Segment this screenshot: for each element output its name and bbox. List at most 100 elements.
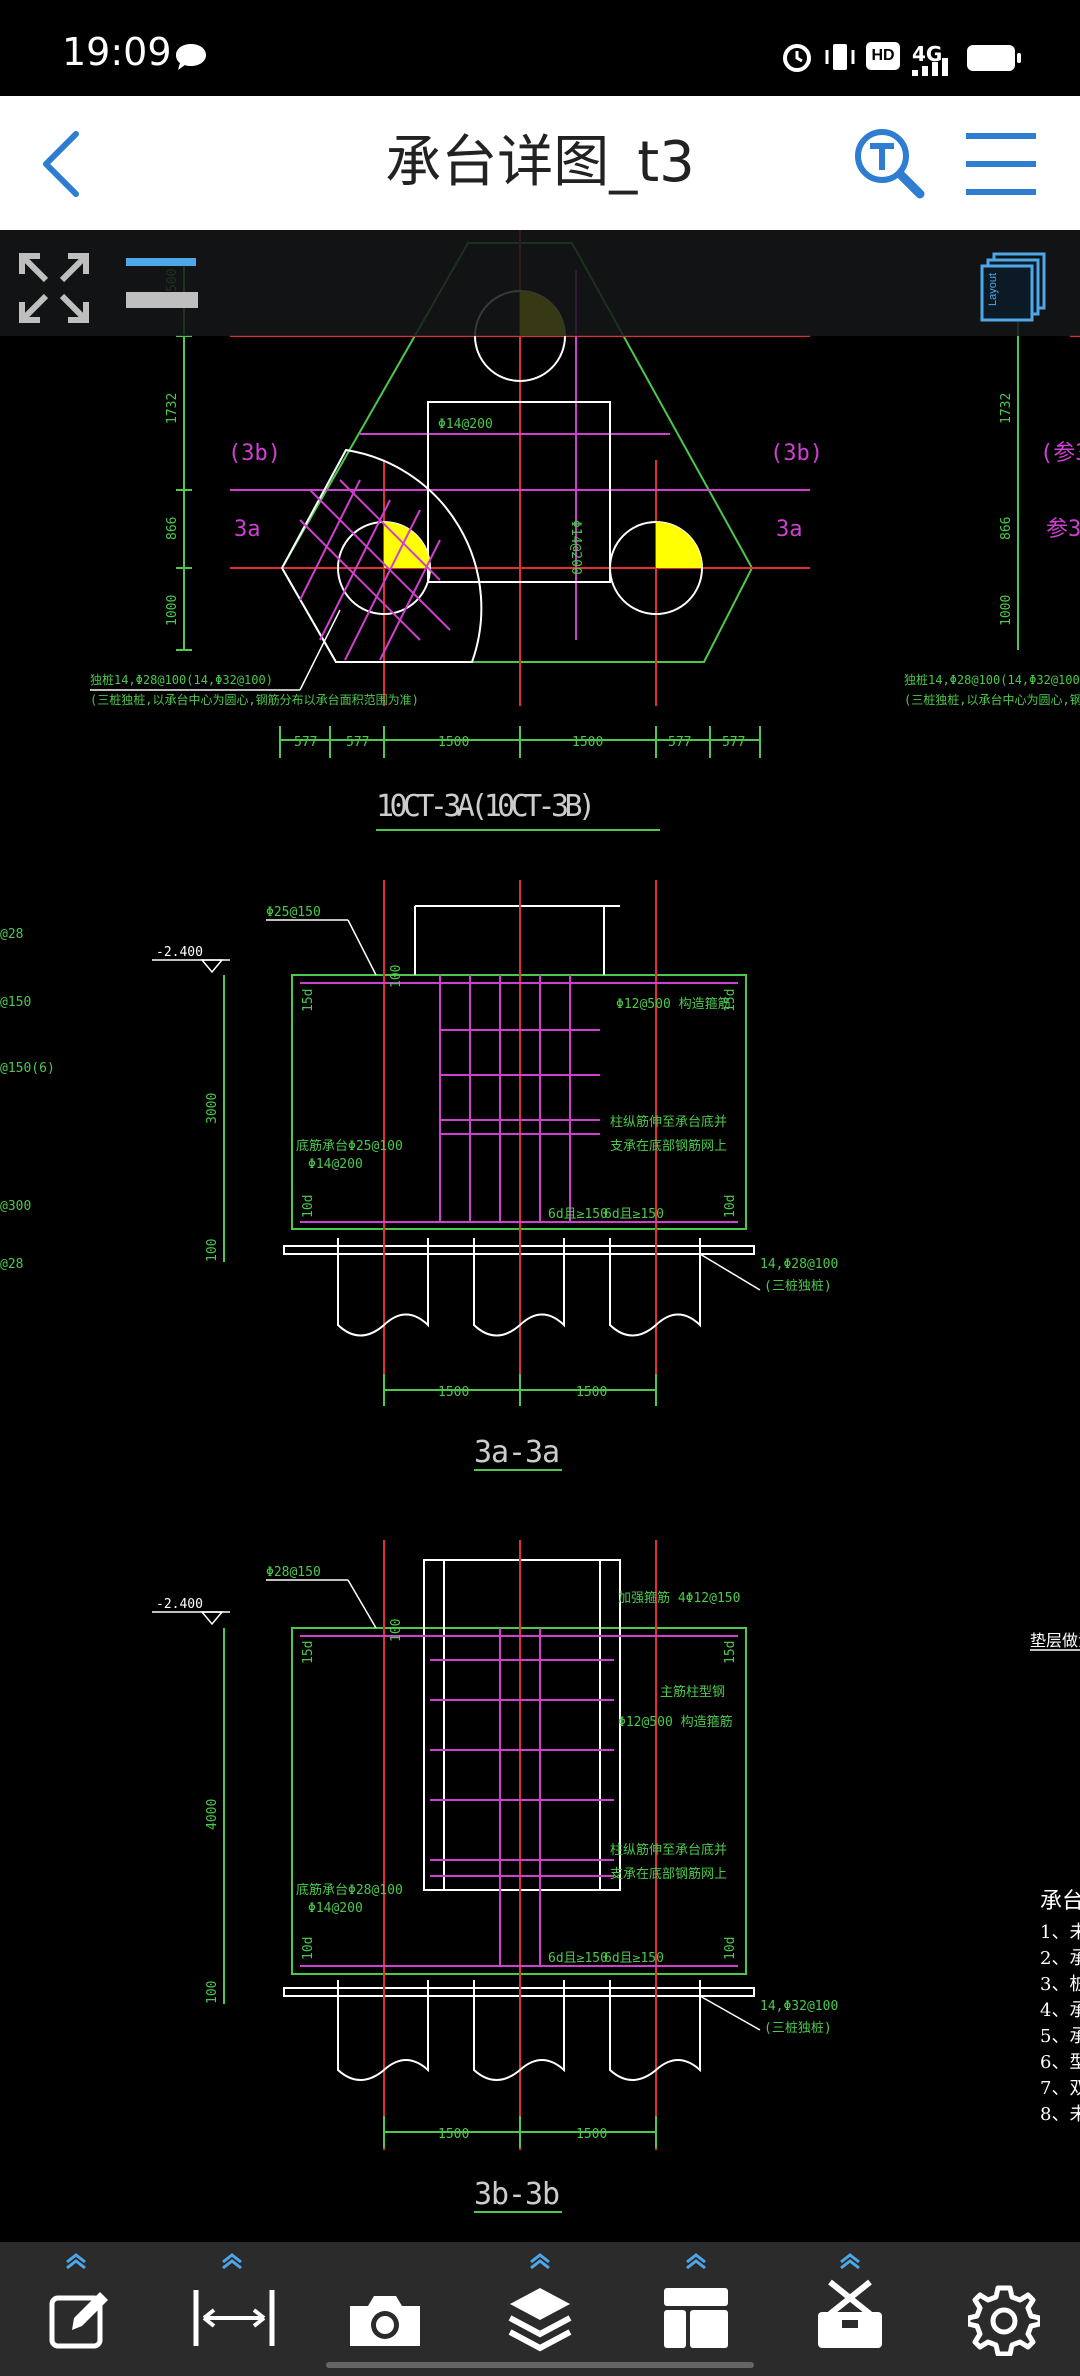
hd-icon: HD xyxy=(866,42,900,70)
right-notes-heading: 垫层做法 xyxy=(1030,1631,1080,1650)
plan-right-dim-3: 1000 xyxy=(999,595,1014,626)
edit-annotate-button[interactable] xyxy=(18,2242,138,2376)
right-note-4: 4、承台 xyxy=(1040,2000,1080,2021)
section-b-anchor-2: 支承在底部钢筋网上 xyxy=(610,1866,727,1882)
fullscreen-icon[interactable] xyxy=(18,252,90,324)
section-a-edge-2: @150 xyxy=(0,995,31,1010)
cad-drawing-canvas[interactable]: 500 1732 866 1000 1732 866 1000 577 577 … xyxy=(0,230,1080,2242)
camera-button[interactable] xyxy=(326,2242,446,2376)
plan-section-mark-1: (3b) xyxy=(228,441,281,466)
layout-panel-icon xyxy=(664,2288,728,2348)
section-a-cover-top: 100 xyxy=(389,965,404,988)
section-b-10d-left: 10d xyxy=(301,1937,316,1960)
plan-left-dim-4: 1000 xyxy=(165,595,180,626)
plan-right-dim-2: 866 xyxy=(999,517,1014,540)
section-b-height: 4000 xyxy=(205,1799,220,1830)
section-b-dim-2: 1500 xyxy=(576,2127,607,2142)
right-notes-title: 承台说 xyxy=(1040,1889,1080,1914)
plan-right-mark-2: 参3a xyxy=(1046,517,1080,542)
section-a-15d-right: 15d xyxy=(723,989,738,1012)
plan-left-dim-3: 866 xyxy=(165,517,180,540)
section-b-lap-2: 6d且≥150 xyxy=(604,1951,664,1966)
section-a-stirrup: Φ12@500 构造箍筋 xyxy=(616,996,731,1012)
expand-up-icon xyxy=(222,2253,242,2270)
section-a-anchor-2: 支承在底部钢筋网上 xyxy=(610,1138,727,1154)
expand-up-icon xyxy=(66,2253,86,2270)
section-b-cover-bottom: 100 xyxy=(205,1981,220,2004)
plan-bottom-dim-3: 1500 xyxy=(438,735,469,750)
right-note-3: 3、桩顶 xyxy=(1040,1974,1080,1995)
section-a-dim-2: 1500 xyxy=(576,1385,607,1400)
right-note-1: 1、未注 xyxy=(1040,1922,1080,1943)
layers-icon xyxy=(508,2288,572,2352)
layout-label: Layout xyxy=(987,273,999,306)
toolbox-icon xyxy=(818,2279,882,2348)
measure-icon xyxy=(193,2290,275,2346)
section-b-stirrup-2: 主筋柱型钢 xyxy=(660,1684,725,1700)
section-3a-view xyxy=(152,880,761,1471)
section-b-anchor-1: 柱纵筋伸至承台底并 xyxy=(610,1842,727,1858)
plan-section-mark-3: (3b) xyxy=(770,441,823,466)
plan-bottom-dim-6: 577 xyxy=(722,735,745,750)
section-a-pile-1: 14,Φ28@100 xyxy=(760,1257,838,1272)
section-a-title: 3a-3a xyxy=(474,1435,560,1470)
section-a-cover-bottom: 100 xyxy=(205,1239,220,1262)
status-bar: 19:09 HD 4G xyxy=(0,0,1080,96)
bottom-toolbar xyxy=(0,2242,1080,2376)
hamburger-menu-icon[interactable] xyxy=(964,132,1038,196)
plan-rebar-label-2: Φ14@200 xyxy=(568,520,583,575)
right-note-7: 7、双柱 xyxy=(1040,2078,1080,2099)
home-indicator[interactable] xyxy=(326,2362,754,2368)
plan-right-dim-1: 1732 xyxy=(999,393,1014,424)
toolbox-button[interactable] xyxy=(790,2242,910,2376)
section-b-elevation: -2.400 xyxy=(156,1597,203,1612)
section-a-top-rebar: Φ25@150 xyxy=(266,905,321,920)
section-a-bottom-rebar-2: Φ14@200 xyxy=(308,1157,363,1172)
section-a-edge-1: @28 xyxy=(0,927,23,942)
plan-right-mark-1: (参3 xyxy=(1040,441,1080,466)
section-b-15d-left: 15d xyxy=(301,1641,316,1664)
section-b-cover-top: 100 xyxy=(389,1619,404,1642)
layers-button[interactable] xyxy=(480,2242,600,2376)
measure-button[interactable] xyxy=(172,2242,292,2376)
section-a-elevation: -2.400 xyxy=(156,945,203,960)
section-a-pile-2: (三桩独桩) xyxy=(764,1279,832,1294)
expand-up-icon xyxy=(530,2253,550,2270)
edit-annotate-icon xyxy=(49,2292,108,2349)
right-note-6: 6、型钢 xyxy=(1040,2052,1080,2073)
right-note-8: 8、未及 xyxy=(1040,2104,1080,2125)
section-a-anchor-1: 柱纵筋伸至承台底并 xyxy=(610,1114,727,1130)
section-b-dim-1: 1500 xyxy=(438,2127,469,2142)
expand-up-icon xyxy=(686,2253,706,2270)
text-search-icon[interactable] xyxy=(852,126,926,200)
plan-rebar-label-1: Φ14@200 xyxy=(438,417,493,432)
section-a-10d-right: 10d xyxy=(723,1195,738,1218)
settings-button[interactable] xyxy=(944,2242,1064,2376)
layout-panel-button[interactable] xyxy=(636,2242,756,2376)
plan-left-dim-2: 1732 xyxy=(165,393,180,424)
signal-icon xyxy=(912,58,948,76)
back-arrow-icon[interactable] xyxy=(36,128,86,200)
vibrate-icon xyxy=(825,44,855,70)
expand-up-icon xyxy=(840,2253,860,2270)
plan-note-1: 独桩14,Φ28@100(14,Φ32@100) xyxy=(90,672,273,687)
right-note-2: 2、承台 xyxy=(1040,1948,1080,1969)
page-title: 承台详图_t3 xyxy=(385,130,695,195)
section-a-edge-5: @28 xyxy=(0,1257,23,1272)
alarm-icon xyxy=(783,44,811,72)
section-b-lap-1: 6d且≥150 xyxy=(548,1951,608,1966)
layout-switch-icon[interactable]: Layout xyxy=(980,250,1050,324)
section-b-pile-2: (三桩独桩) xyxy=(764,2021,832,2036)
plan-right-note-2: (三桩独桩,以承台中心为圆心,钢筋分布以承台面积范围为准) xyxy=(904,692,1080,707)
section-b-bottom-rebar-1: 底筋承台Φ28@100 xyxy=(296,1882,403,1898)
section-a-10d-left: 10d xyxy=(301,1195,316,1218)
layer-toggle-icon[interactable] xyxy=(124,256,200,310)
section-b-pile-1: 14,Φ32@100 xyxy=(760,1999,838,2014)
title-bar: 承台详图_t3 xyxy=(0,96,1080,230)
plan-section-mark-2: 3a xyxy=(234,517,261,542)
section-b-stirrup-1: 加强箍筋 4Φ12@150 xyxy=(618,1590,740,1606)
battery-icon xyxy=(967,45,1021,71)
plan-right-note-1: 独桩14,Φ28@100(14,Φ32@100) xyxy=(904,672,1080,687)
section-a-15d-left: 15d xyxy=(301,989,316,1012)
status-time: 19:09 xyxy=(62,30,172,74)
